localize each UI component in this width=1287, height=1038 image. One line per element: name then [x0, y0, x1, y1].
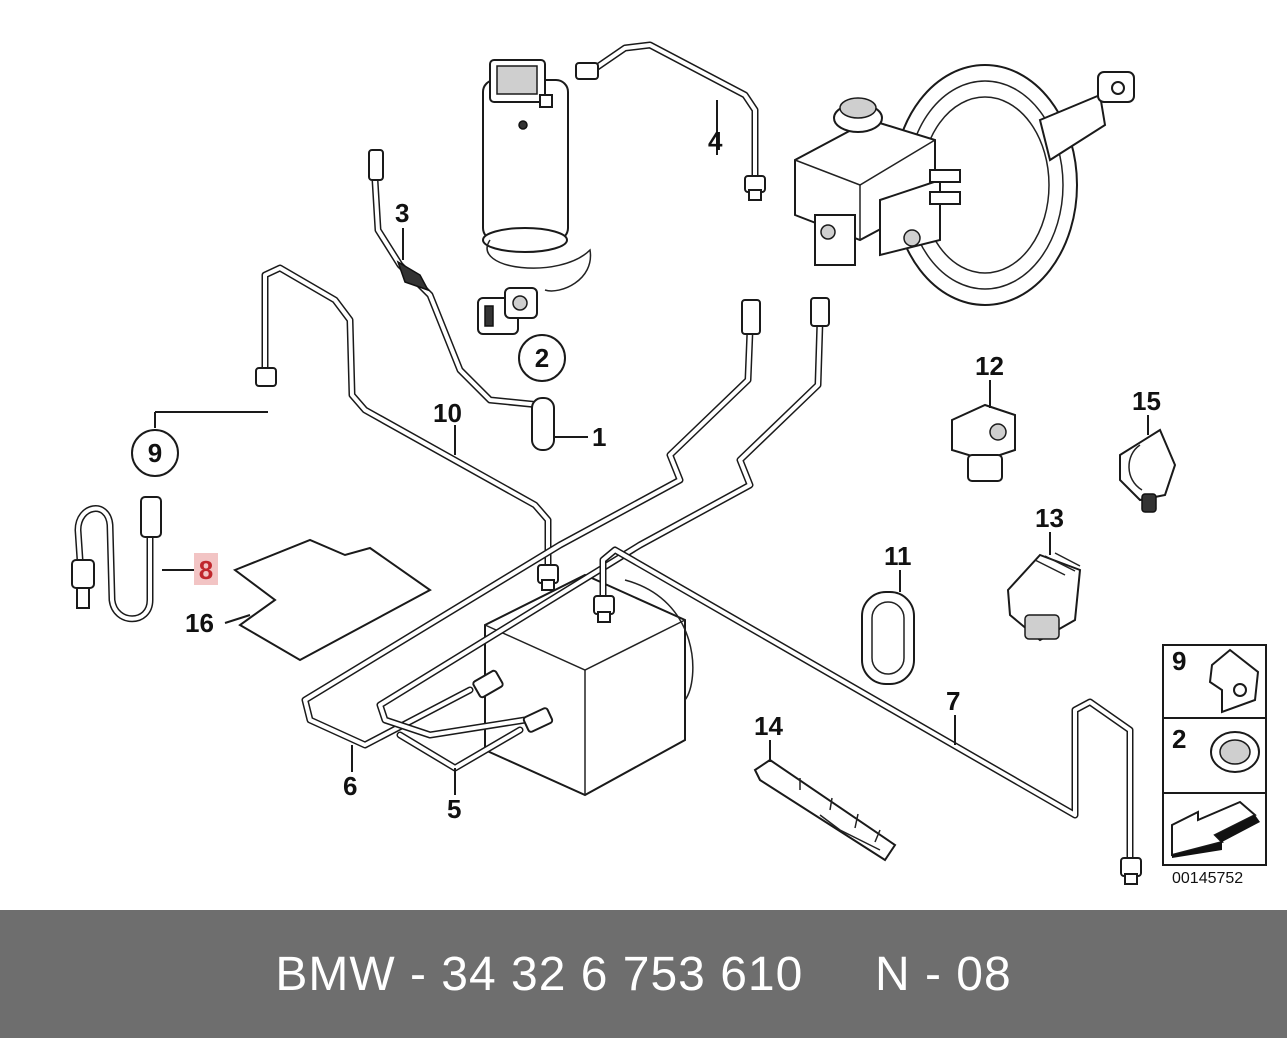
callout-labels: 1 2 3 4 5 6 7 8 9 10 11 12 13 14 15 16	[131, 126, 1161, 824]
label-16: 16	[185, 608, 214, 638]
protective-pad-16	[232, 538, 432, 662]
legend-box: 9 2	[1162, 644, 1267, 866]
label-7: 7	[946, 686, 960, 716]
label-11: 11	[884, 541, 912, 571]
label-14: 14	[754, 711, 783, 741]
document-number: 00145752	[1172, 870, 1244, 887]
label-3: 3	[395, 198, 409, 228]
brake-pipes-master-cylinder	[301, 297, 830, 749]
footer-bar: BMW - 34 32 6 753 610 N - 08	[0, 910, 1287, 1038]
label-12: 12	[975, 351, 1004, 381]
brake-booster	[892, 64, 1135, 306]
label-1: 1	[592, 422, 606, 452]
label-8-highlight	[194, 553, 218, 585]
pipe-clip-12	[951, 403, 1016, 482]
label-9: 9	[148, 438, 162, 468]
accumulator-cylinder	[482, 59, 592, 292]
label-8: 8	[199, 555, 213, 585]
sensor-connector	[477, 287, 538, 335]
label-10: 10	[433, 398, 462, 428]
legend-clip-9-icon	[1208, 648, 1260, 714]
label-2-circle	[518, 334, 566, 382]
brake-hose-8	[71, 496, 162, 623]
label-6: 6	[343, 771, 357, 801]
label-15: 15	[1132, 386, 1161, 416]
brake-pipe-7	[593, 546, 1142, 885]
pipe-clip-13	[1006, 552, 1082, 642]
label-9-circle	[131, 429, 179, 477]
leader-lines	[154, 100, 1149, 795]
brake-hose-3	[368, 149, 555, 451]
brake-pipe-4	[575, 41, 766, 201]
label-13: 13	[1035, 503, 1064, 533]
abs-hydraulic-unit	[484, 573, 694, 797]
pipe-holder-14	[753, 758, 897, 862]
grommet-11	[861, 591, 915, 685]
label-5: 5	[447, 794, 461, 824]
legend-label-2: 2	[1172, 724, 1186, 754]
label-2: 2	[535, 343, 549, 373]
label-4: 4	[708, 126, 723, 156]
master-cylinder	[794, 97, 961, 266]
hose-clip-15	[1119, 428, 1177, 513]
brake-pipe-10	[255, 264, 559, 591]
brake-line-parts-diagram: 1 2 3 4 5 6 7 8 9 10 11 12 13 14 15 16 9…	[71, 41, 1267, 885]
legend-label-9: 9	[1172, 646, 1186, 676]
part-number-caption: BMW - 34 32 6 753 610 N - 08	[275, 947, 1012, 1001]
